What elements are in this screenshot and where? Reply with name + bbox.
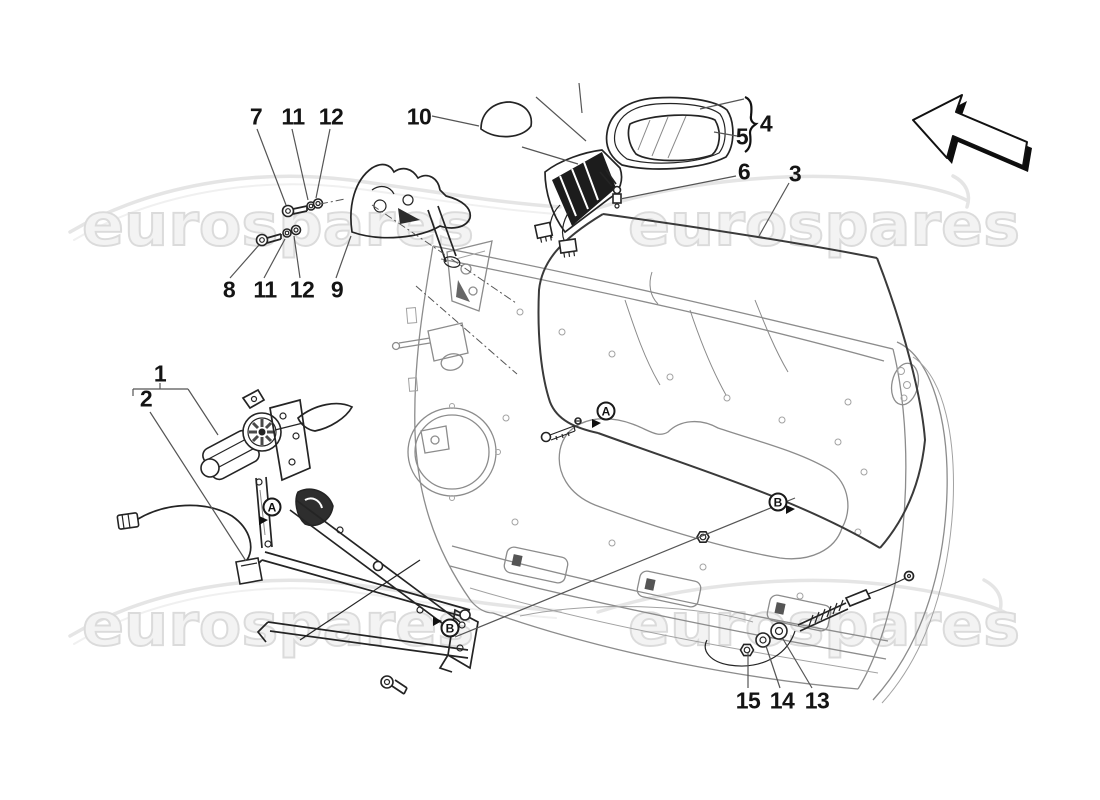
bracket-bolts: [255, 198, 324, 247]
callout-1[interactable]: 1: [153, 360, 167, 387]
mirror-assembly: [521, 82, 734, 258]
callout-14[interactable]: 14: [769, 687, 795, 714]
callout-2[interactable]: 2: [139, 385, 153, 412]
callout-8[interactable]: 8: [222, 276, 236, 303]
callout-11b[interactable]: 11: [253, 276, 277, 303]
motor-cable: [116, 504, 263, 585]
ref-marker-b-regulator: B: [440, 618, 460, 638]
callout-3[interactable]: 3: [788, 160, 802, 187]
door-panel: [391, 240, 954, 704]
watermark-text: eurospares: [81, 189, 475, 260]
callout-12b[interactable]: 12: [289, 276, 315, 303]
ref-marker-arrows: [259, 419, 795, 626]
callout-10[interactable]: 10: [406, 103, 432, 130]
callout-13[interactable]: 13: [804, 687, 830, 714]
brace-4: [744, 95, 759, 153]
mirror-cover: [480, 101, 533, 138]
door-fasteners: [540, 417, 710, 544]
callout-5[interactable]: 5: [735, 123, 749, 150]
callout-11[interactable]: 11: [281, 103, 305, 130]
leader-lines: [132, 95, 813, 689]
callout-6[interactable]: 6: [737, 158, 751, 185]
callout-12[interactable]: 12: [318, 103, 344, 130]
check-strap: [704, 570, 915, 667]
ref-marker-a-regulator: A: [262, 497, 282, 517]
callout-9[interactable]: 9: [330, 276, 344, 303]
callout-4[interactable]: 4: [759, 110, 773, 137]
direction-arrow-icon: [912, 94, 1032, 172]
mirror-bracket: [350, 163, 472, 268]
window-regulator: [200, 388, 479, 695]
alignment-lines: [319, 198, 518, 375]
callout-15[interactable]: 15: [735, 687, 761, 714]
window-glass: [537, 213, 927, 549]
callout-7[interactable]: 7: [249, 103, 263, 130]
ref-marker-a-door: A: [596, 401, 616, 421]
ref-marker-b-door: B: [768, 492, 788, 512]
